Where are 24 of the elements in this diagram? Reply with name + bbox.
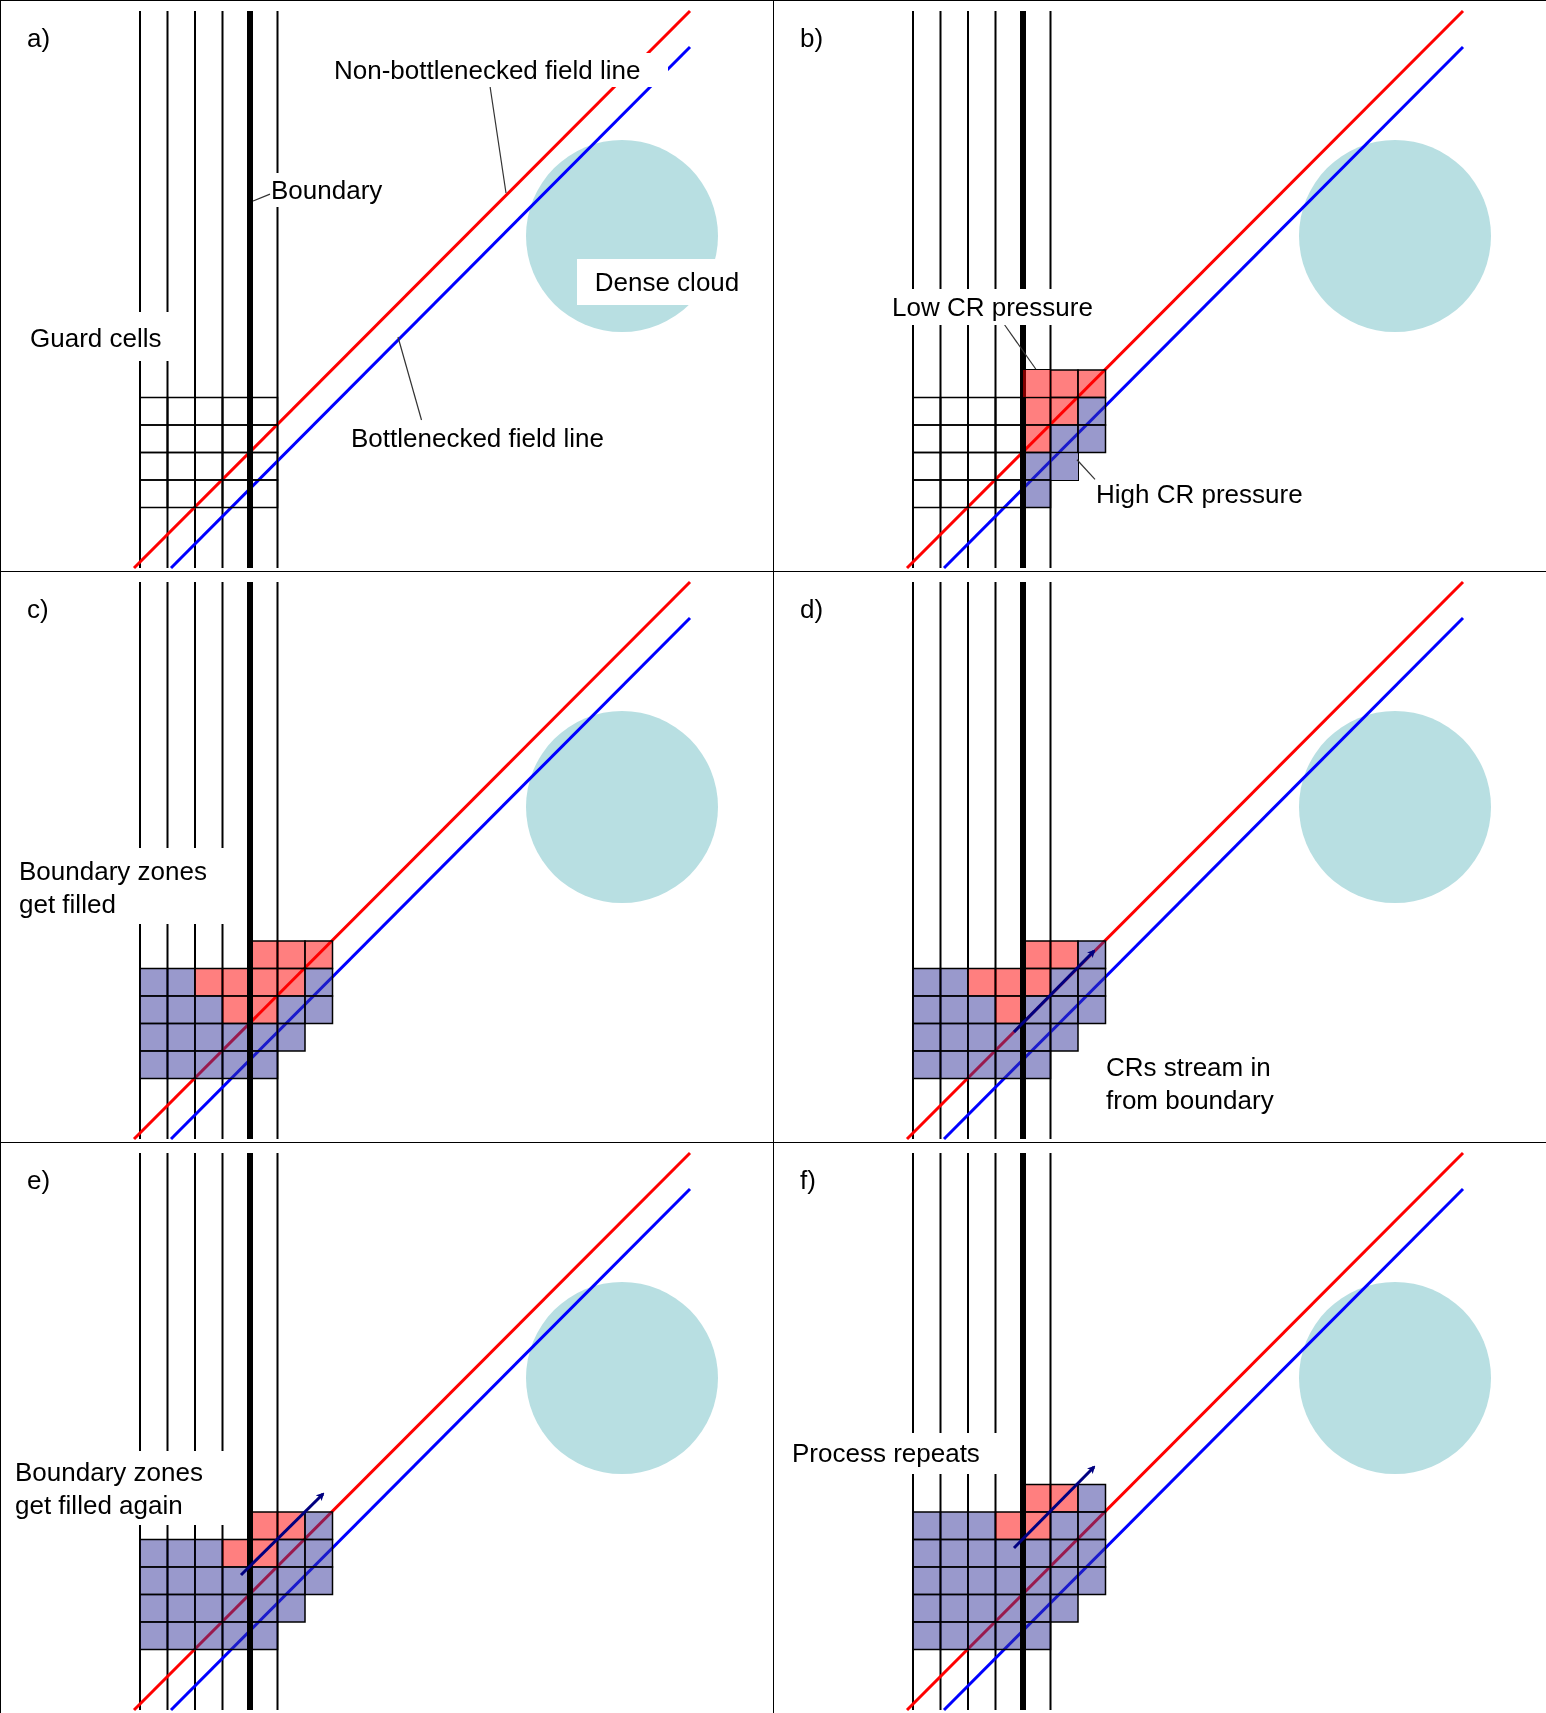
- leader-line: [1076, 459, 1096, 480]
- cloud-circle: [1299, 1282, 1491, 1474]
- grid-cell: [1022, 369, 1052, 399]
- cloud-circle: [526, 1282, 718, 1474]
- panel-label: b): [800, 21, 825, 55]
- annotation-text: Boundary zones get filled: [19, 855, 208, 921]
- panel-label: a): [27, 21, 52, 55]
- leader-line: [397, 336, 423, 421]
- cloud-circle: [1299, 711, 1491, 903]
- cloud-circle: [1299, 140, 1491, 332]
- annotation-text: Non-bottlenecked field line: [334, 53, 668, 87]
- grid-cell: [1049, 451, 1079, 481]
- leader-line: [252, 193, 271, 202]
- cloud-circle: [526, 711, 718, 903]
- annotation-text: Guard cells: [30, 321, 163, 355]
- panel-label: e): [27, 1163, 52, 1197]
- annotation-text: Process repeats: [792, 1436, 981, 1470]
- annotation-text: CRs stream in from boundary: [1106, 1051, 1275, 1117]
- leader-line: [489, 85, 507, 194]
- leader-line: [1003, 323, 1037, 370]
- panel-label: f): [800, 1163, 817, 1197]
- annotation-text: Boundary zones get filled again: [15, 1456, 204, 1522]
- panel-label: d): [800, 592, 825, 626]
- panel-label: c): [27, 592, 50, 626]
